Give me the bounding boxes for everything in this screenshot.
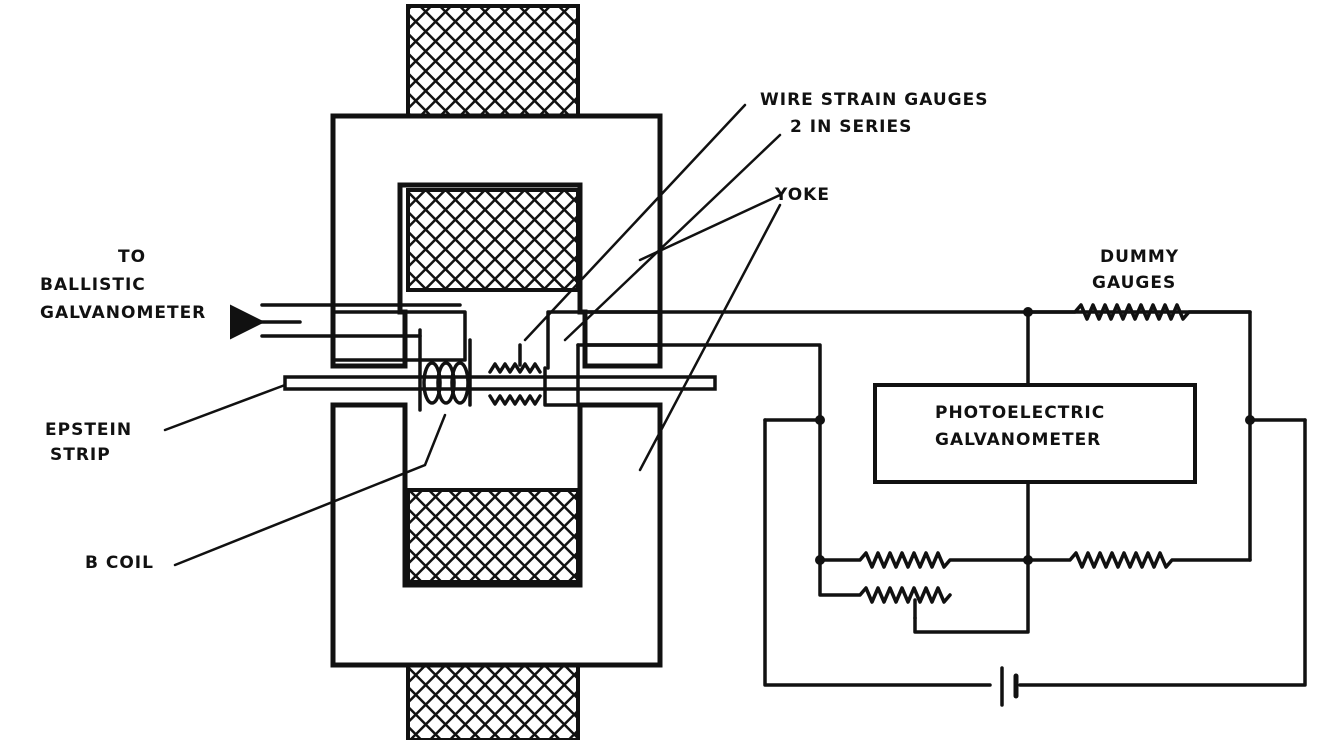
label-galvanometer-ballistic: GALVANOMETER	[40, 303, 206, 323]
label-wire-strain-gauges-2: 2 IN SERIES	[790, 117, 912, 137]
label-strip: STRIP	[50, 445, 111, 465]
label-to: TO	[118, 247, 146, 267]
bridge-circuit	[763, 303, 1307, 707]
leader-lines	[163, 103, 782, 567]
b-coil-winding	[418, 328, 472, 412]
lower-yoke	[330, 402, 663, 668]
top-outer-coil	[406, 4, 580, 118]
label-gauges: GAUGES	[1092, 273, 1176, 293]
label-b-coil: B COIL	[85, 553, 154, 573]
lead-wire-top	[546, 310, 1252, 370]
lower-inner-coil	[406, 488, 580, 584]
upper-inner-coil	[406, 188, 580, 292]
lead-wire-second	[576, 343, 822, 562]
epstein-strip	[283, 375, 717, 391]
label-wire-strain-gauges-1: WIRE STRAIN GAUGES	[760, 90, 988, 110]
label-dummy: DUMMY	[1100, 247, 1179, 267]
label-epstein: EPSTEIN	[45, 420, 132, 440]
label-photoelectric: PHOTOELECTRIC	[935, 403, 1105, 423]
bottom-outer-coil	[406, 658, 580, 740]
label-ballistic: BALLISTIC	[40, 275, 146, 295]
upper-yoke	[330, 113, 663, 369]
photoelectric-galvanometer-box	[873, 383, 1197, 484]
wire-strain-gauges	[488, 343, 580, 407]
label-yoke: YOKE	[774, 185, 830, 205]
pole-piece-left	[333, 310, 467, 362]
label-photoelectric-galvanometer: GALVANOMETER	[935, 430, 1101, 450]
